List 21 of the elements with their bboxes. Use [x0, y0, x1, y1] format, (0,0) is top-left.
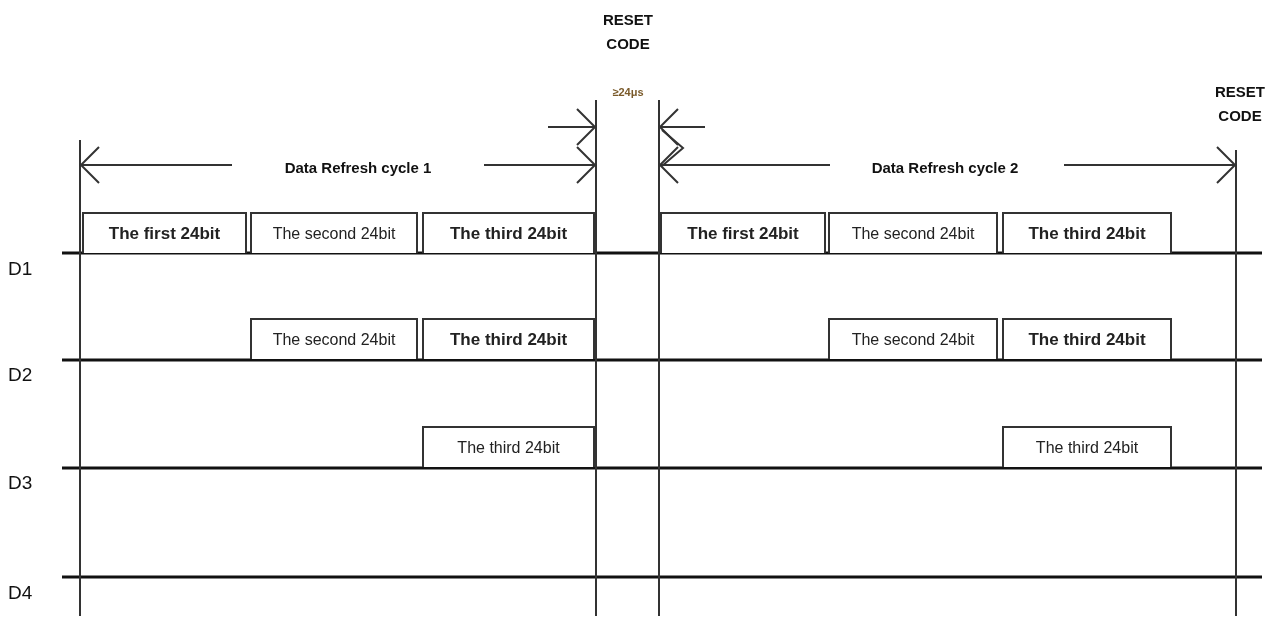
cycle-label: Data Refresh cycle 2	[870, 160, 1020, 175]
signal-name: D1	[8, 258, 33, 280]
timing-label: ≥24μs	[611, 85, 645, 100]
data-frame-box: The third 24bit	[1002, 426, 1172, 467]
data-frame-box: The third 24bit	[422, 318, 595, 359]
data-frame-box: The third 24bit	[1002, 318, 1172, 359]
signal-name: D3	[8, 472, 33, 494]
signal-name: D2	[8, 364, 33, 386]
data-frame-box: The third 24bit	[1002, 212, 1172, 253]
data-frame-box: The first 24bit	[660, 212, 826, 253]
data-frame-box: The third 24bit	[422, 426, 595, 467]
data-frame-box: The second 24bit	[828, 318, 998, 359]
data-frame-box: The first 24bit	[82, 212, 247, 253]
data-frame-box: The second 24bit	[250, 318, 418, 359]
data-frame-box: The second 24bit	[250, 212, 418, 253]
data-frame-box: The second 24bit	[828, 212, 998, 253]
signal-name: D4	[8, 582, 33, 604]
data-frame-box: The third 24bit	[422, 212, 595, 253]
cycle-label: Data Refresh cycle 1	[283, 160, 433, 175]
timing-label: RESET CODE	[1214, 82, 1266, 126]
timing-label: RESET CODE	[602, 10, 654, 54]
